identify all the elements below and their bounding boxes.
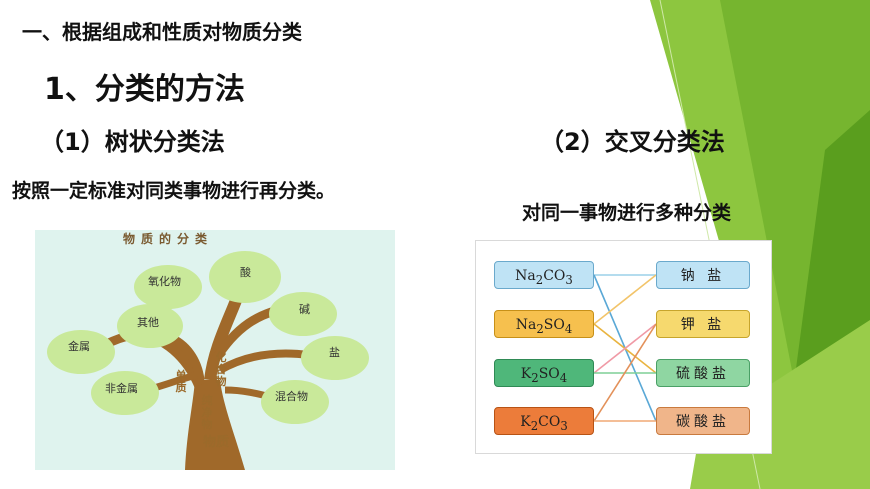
tree-graphic: [47, 251, 369, 470]
tree-node-base: 碱: [299, 303, 310, 316]
tree-node-metal: 金属: [68, 340, 90, 353]
category-sodium-salt: 钠 盐: [656, 261, 750, 289]
tree-node-acid: 酸: [240, 266, 251, 279]
tree-title: 物质的分类: [123, 232, 214, 246]
cross-diagram: Na2CO3 Na2SO4 K2SO4 K2CO3 钠 盐 钾 盐 硫酸盐 碳酸…: [475, 240, 772, 454]
formula-na2co3: Na2CO3: [494, 261, 594, 289]
tree-node-mixture: 混合物: [275, 390, 308, 403]
cross-lines: [593, 274, 657, 422]
formula-na2so4: Na2SO4: [494, 310, 594, 338]
category-sulfate: 硫酸盐: [656, 359, 750, 387]
trunk-label-pure: 纯净物: [201, 394, 213, 431]
tree-node-oxide: 氧化物: [148, 275, 181, 288]
trunk-label-simple: 单质: [175, 369, 187, 394]
subsection-heading: 1、分类的方法: [44, 72, 245, 107]
category-carbonate: 碳酸盐: [656, 407, 750, 435]
category-potassium-salt: 钾 盐: [656, 310, 750, 338]
tree-diagram: 物质的分类 氧化物 酸 碱 其他 金属 盐 非金属 混合物 化合物 单质 纯净物…: [35, 230, 395, 470]
formula-k2so4: K2SO4: [494, 359, 594, 387]
method-tree-description: 按照一定标准对同类事物进行再分类。: [12, 180, 336, 202]
method-cross-title: （2）交叉分类法: [540, 128, 725, 156]
trunk-label-compound: 化合物: [215, 351, 227, 388]
tree-node-nonmetal: 非金属: [105, 382, 138, 395]
tree-node-other: 其他: [137, 316, 159, 329]
trunk-label-root: 物质: [202, 435, 229, 450]
method-cross-description: 对同一事物进行多种分类: [522, 202, 732, 224]
method-tree-title: （1）树状分类法: [40, 128, 225, 156]
formula-k2co3: K2CO3: [494, 407, 594, 435]
tree-node-salt: 盐: [329, 346, 340, 359]
section-heading: 一、根据组成和性质对物质分类: [22, 20, 302, 44]
